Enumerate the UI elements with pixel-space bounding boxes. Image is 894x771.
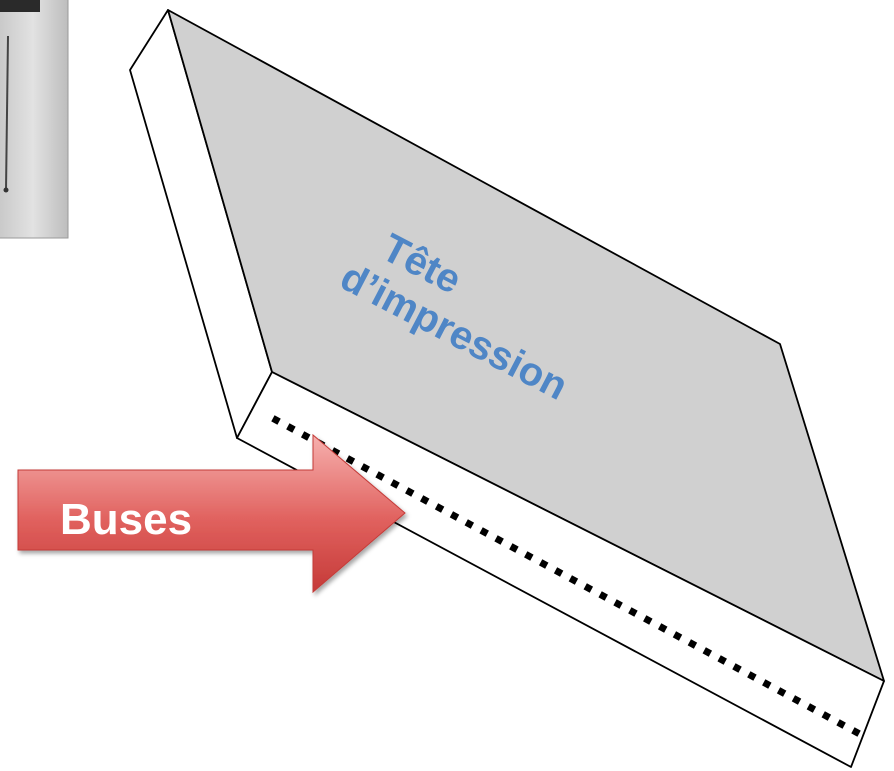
nozzle	[524, 551, 534, 561]
nozzle	[434, 503, 445, 513]
nozzle	[732, 663, 742, 673]
nozzle	[806, 703, 817, 713]
nozzle	[271, 415, 281, 425]
nozzle	[747, 671, 757, 681]
nozzle	[345, 455, 356, 465]
nozzle	[449, 511, 460, 521]
nozzle	[851, 727, 861, 737]
nozzle	[836, 719, 846, 729]
nozzle	[613, 599, 623, 609]
nozzle	[479, 527, 489, 537]
nozzle	[717, 655, 727, 665]
nozzle	[464, 519, 475, 529]
nozzle	[657, 623, 668, 633]
nozzle	[419, 495, 430, 505]
nozzle	[687, 639, 698, 649]
nozzle	[553, 567, 564, 577]
nozzle	[791, 695, 802, 705]
nozzle	[598, 591, 608, 601]
nozzle	[300, 431, 311, 441]
nozzle	[643, 615, 653, 625]
nozzle	[672, 631, 683, 641]
nozzle	[762, 679, 772, 689]
nozzles-label: Buses	[60, 495, 192, 544]
right-arrow-icon	[17, 433, 406, 594]
nozzle	[375, 471, 385, 481]
nozzle	[821, 711, 832, 721]
nozzle	[360, 463, 370, 473]
printhead-photo-thumbnail	[0, 0, 69, 239]
nozzle	[583, 583, 594, 593]
nozzle	[538, 559, 549, 569]
nozzle	[390, 479, 400, 489]
nozzle	[776, 687, 787, 697]
nozzle	[405, 487, 415, 497]
nozzle	[286, 423, 296, 433]
nozzle	[628, 607, 638, 617]
nozzle	[494, 535, 504, 545]
nozzle	[509, 543, 519, 553]
nozzles-pointer: Buses	[17, 433, 406, 594]
nozzle	[702, 647, 713, 657]
nozzle	[568, 575, 579, 585]
